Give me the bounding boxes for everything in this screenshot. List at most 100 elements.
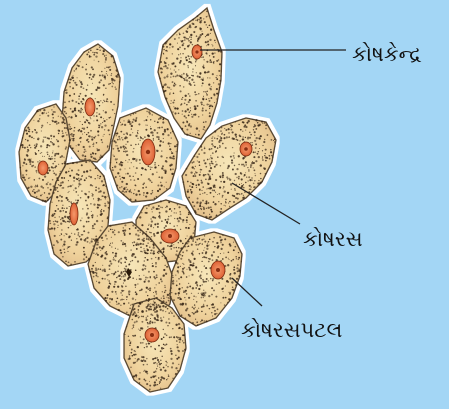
granule-dot	[173, 225, 175, 227]
granule-dot	[179, 298, 181, 300]
granule-dot	[271, 139, 273, 141]
granule-dot	[189, 315, 191, 317]
granule-dot	[153, 304, 155, 306]
granule-dot	[218, 70, 220, 72]
granule-dot	[52, 163, 54, 165]
granule-dot	[123, 232, 125, 234]
granule-dot	[53, 172, 55, 174]
granule-dot	[153, 309, 155, 311]
granule-dot	[192, 265, 194, 267]
granule-dot	[51, 156, 52, 157]
granule-dot	[64, 166, 65, 167]
granule-dot	[157, 127, 158, 128]
granule-dot	[195, 319, 196, 320]
granule-dot	[226, 176, 228, 178]
granule-dot	[130, 115, 132, 117]
granule-dot	[123, 227, 124, 228]
granule-dot	[96, 142, 98, 144]
granule-dot	[185, 309, 187, 311]
granule-dot	[209, 238, 211, 240]
nucleolus-lower-right	[216, 268, 220, 272]
granule-dot	[196, 321, 198, 323]
granule-dot	[67, 251, 68, 252]
granule-dot	[82, 103, 84, 105]
granule-dot	[212, 73, 214, 75]
granule-dot	[151, 167, 152, 168]
granule-dot	[162, 207, 164, 209]
granule-dot	[116, 135, 117, 136]
granule-dot	[149, 343, 150, 344]
granule-dot	[119, 176, 120, 177]
granule-dot	[145, 279, 147, 281]
granule-dot	[135, 303, 136, 304]
granule-dot	[194, 155, 196, 157]
granule-dot	[211, 138, 212, 139]
granule-dot	[98, 61, 100, 63]
granule-dot	[221, 239, 223, 241]
granule-dot	[201, 181, 203, 183]
granule-dot	[230, 156, 232, 158]
granule-dot	[237, 139, 239, 141]
granule-dot	[124, 224, 126, 226]
granule-dot	[90, 117, 91, 118]
granule-dot	[231, 159, 233, 161]
granule-dot	[143, 338, 145, 340]
granule-dot	[184, 48, 186, 50]
granule-dot	[112, 242, 113, 243]
granule-dot	[238, 164, 239, 165]
granule-dot	[220, 211, 222, 213]
granule-dot	[214, 52, 215, 53]
granule-dot	[147, 295, 148, 296]
granule-dot	[176, 281, 177, 282]
granule-dot	[126, 326, 127, 327]
granule-dot	[83, 247, 85, 249]
granule-dot	[37, 120, 39, 122]
granule-dot	[216, 78, 218, 80]
granule-dot	[221, 248, 223, 250]
granule-dot	[73, 190, 74, 191]
granule-dot	[96, 247, 98, 249]
granule-dot	[92, 76, 94, 78]
granule-dot	[166, 344, 168, 346]
granule-dot	[49, 106, 50, 107]
granule-dot	[245, 182, 246, 183]
granule-dot	[112, 167, 113, 168]
granule-dot	[36, 196, 37, 197]
granule-dot	[160, 207, 161, 208]
granule-dot	[49, 156, 50, 157]
granule-dot	[205, 179, 207, 181]
granule-dot	[113, 140, 115, 142]
granule-dot	[236, 177, 237, 178]
granule-dot	[169, 293, 170, 294]
granule-dot	[198, 293, 199, 294]
granule-dot	[56, 187, 58, 189]
granule-dot	[157, 252, 158, 253]
granule-dot	[232, 289, 234, 291]
granule-dot	[156, 196, 158, 198]
granule-dot	[193, 161, 194, 162]
granule-dot	[70, 225, 71, 226]
granule-dot	[184, 317, 186, 319]
granule-dot	[150, 346, 152, 348]
granule-dot	[34, 166, 36, 168]
granule-dot	[103, 184, 105, 186]
granule-dot	[56, 221, 58, 223]
granule-dot	[192, 68, 193, 69]
granule-dot	[155, 266, 157, 268]
granule-dot	[102, 53, 104, 55]
granule-dot	[220, 136, 221, 137]
granule-dot	[223, 253, 224, 254]
granule-dot	[167, 134, 169, 136]
granule-dot	[170, 169, 172, 171]
granule-dot	[170, 76, 171, 77]
granule-dot	[166, 188, 168, 190]
granule-dot	[206, 16, 208, 18]
granule-dot	[154, 322, 156, 324]
granule-dot	[199, 285, 201, 287]
granule-dot	[103, 246, 105, 248]
granule-dot	[55, 210, 57, 212]
granule-dot	[179, 291, 180, 292]
granule-dot	[203, 78, 204, 79]
granule-dot	[57, 140, 59, 142]
granule-dot	[94, 60, 95, 61]
